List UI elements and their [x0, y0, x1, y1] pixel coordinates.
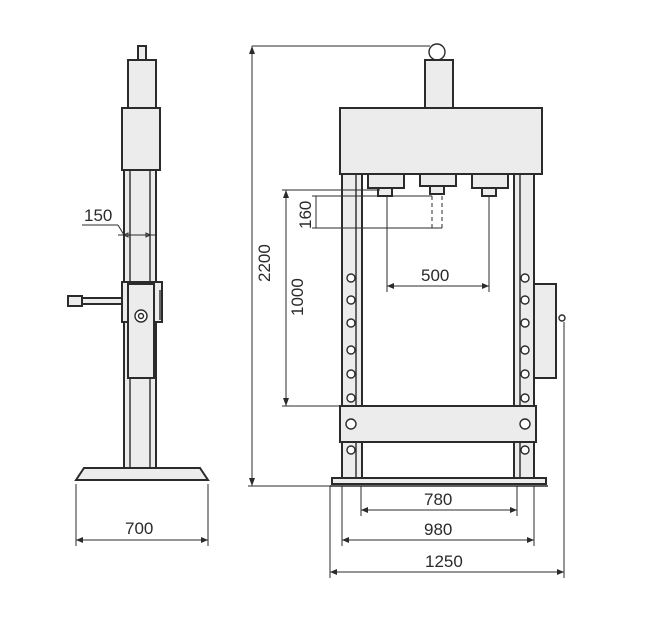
front-pump-box — [533, 283, 557, 379]
side-pump-lower — [127, 283, 155, 379]
table-width-label: 780 — [424, 490, 452, 509]
front-view: 2200 1000 160 500 780 980 — [248, 43, 566, 578]
column-width-label: 150 — [84, 206, 112, 225]
floor-plate — [331, 477, 547, 485]
overall-width-label: 1250 — [425, 552, 463, 571]
work-table — [339, 405, 537, 443]
lifting-eye — [428, 43, 446, 61]
side-cylinder-upper — [127, 59, 157, 109]
cylinder-spacing-label: 500 — [421, 266, 449, 285]
front-cylinder — [424, 59, 454, 109]
inner-width-label: 980 — [424, 520, 452, 539]
left-column-holes — [346, 273, 356, 455]
ram-heads — [367, 173, 509, 229]
top-crossbeam — [339, 107, 543, 175]
side-handle-grip — [67, 295, 83, 307]
working-height-label: 1000 — [288, 278, 307, 316]
side-base — [74, 467, 210, 481]
overall-height-label: 2200 — [255, 244, 274, 282]
side-head — [121, 107, 161, 171]
base-depth-label: 700 — [125, 519, 153, 538]
side-view: 150 700 — [67, 45, 210, 546]
stroke-label: 160 — [296, 201, 315, 229]
right-column-holes — [520, 273, 530, 455]
side-rod — [137, 45, 147, 61]
